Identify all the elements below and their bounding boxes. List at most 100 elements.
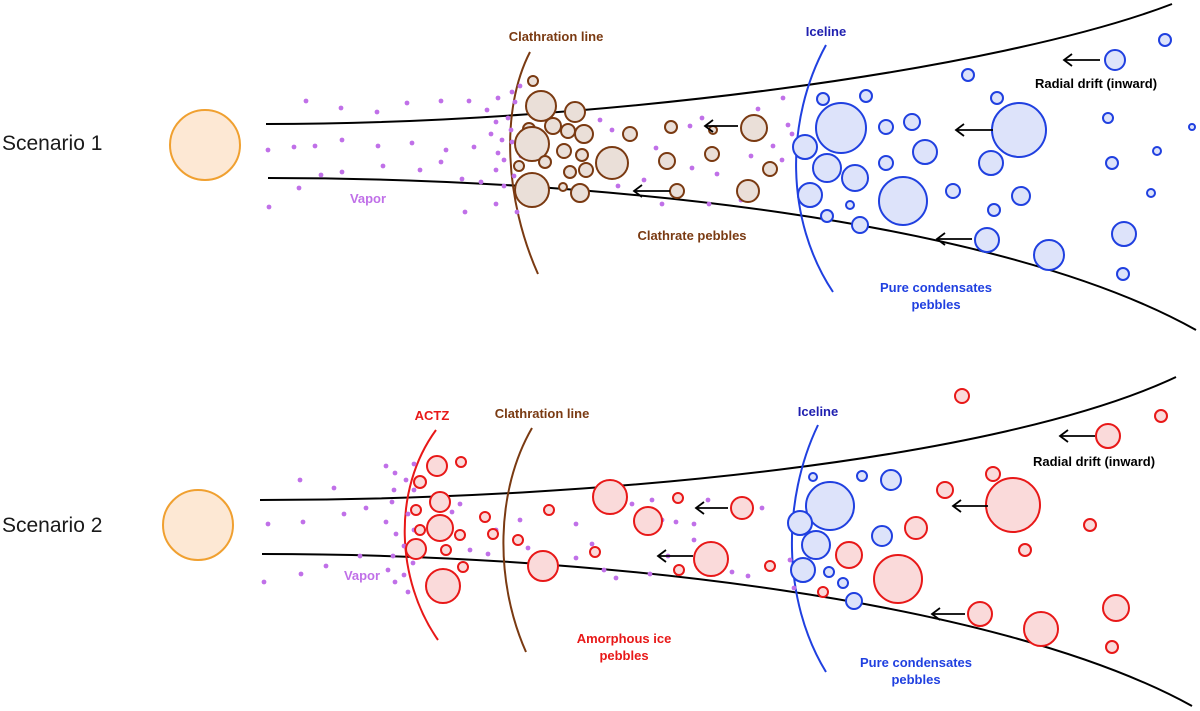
vapor-dot (411, 487, 417, 493)
amorphous-ice-pebble (764, 560, 776, 572)
pure-condensate-pebble (1158, 33, 1172, 47)
pure-condensate-pebble (903, 113, 921, 131)
amorphous-ice-pebble (487, 528, 499, 540)
amorphous-ice-pebble (1102, 594, 1130, 622)
amorphous-ice-pebble (985, 477, 1041, 533)
drift-arrow (1062, 53, 1100, 67)
pure-condensate-pebble (792, 134, 818, 160)
vapor-dot (323, 563, 329, 569)
vapor-dot (649, 497, 655, 503)
vapor-dot (493, 167, 499, 173)
vapor-dot (759, 505, 765, 511)
amorphous-ice-pebble (592, 479, 628, 515)
vapor-dot (291, 144, 297, 150)
clathrate-pebble (578, 162, 594, 178)
pure-condensate-pebble (1152, 146, 1162, 156)
clathrate-pebble (669, 183, 685, 199)
pure-condensate-pebble (790, 557, 816, 583)
vapor-dot (691, 537, 697, 543)
vapor-dot (485, 551, 491, 557)
drift-arrow (656, 549, 693, 563)
vapor-dot (501, 157, 507, 163)
clathrate-pebble (564, 101, 586, 123)
vapor-dot (438, 98, 444, 104)
vapor-label-1: Vapor (350, 191, 386, 206)
amorphous-ice-pebble (512, 534, 524, 546)
pure-condensate-pebble (837, 577, 849, 589)
vapor-dot (298, 571, 304, 577)
vapor-dot (601, 567, 607, 573)
clathrate-pebbles-label: Clathrate pebbles (637, 228, 746, 243)
clathration-line-2 (502, 427, 533, 653)
vapor-dot (789, 131, 795, 137)
vapor-dot (691, 521, 697, 527)
amorphous-ice-pebble (1023, 611, 1059, 647)
pure-condensate-pebble (1116, 267, 1130, 281)
vapor-dot (338, 105, 344, 111)
amorphous-ice-pebble (457, 561, 469, 573)
vapor-dot (641, 177, 647, 183)
clathration-line-1 (509, 51, 539, 275)
clathration-line-label-2: Clathration line (495, 406, 590, 421)
amorphous-ice-pebble (589, 546, 601, 558)
amorphous-ice-pebble (479, 511, 491, 523)
vapor-dot (405, 511, 411, 517)
amorphous-ice-pebble (426, 455, 448, 477)
clathrate-pebble (556, 143, 572, 159)
vapor-dot (653, 145, 659, 151)
clathrate-pebble (527, 75, 539, 87)
vapor-dot (493, 119, 499, 125)
vapor-dot (375, 143, 381, 149)
pure-condensate-pebble (845, 200, 855, 210)
disk-lower-edge-1 (267, 177, 1197, 331)
vapor-dot (488, 131, 494, 137)
vapor-dot (573, 555, 579, 561)
scenario-1-panel: Scenario 1 Clathration line Iceline Radi… (2, 3, 1197, 331)
vapor-dot (296, 185, 302, 191)
pure-condensate-pebble (1011, 186, 1031, 206)
amorphous-ice-pebble (454, 529, 466, 541)
clathrate-pebble (575, 148, 589, 162)
pure-condensate-pebble (878, 119, 894, 135)
vapor-dot (380, 163, 386, 169)
vapor-dot (493, 201, 499, 207)
vapor-dot (770, 143, 776, 149)
amorphous-ice-pebble (543, 504, 555, 516)
vapor-dot (673, 519, 679, 525)
pure-condensate-pebble (1104, 49, 1126, 71)
vapor-dot (511, 173, 517, 179)
vapor-dot (573, 521, 579, 527)
clathrate-pebble (513, 160, 525, 172)
vapor-dot (785, 122, 791, 128)
clathrate-pebble (664, 120, 678, 134)
clathrate-pebble (560, 123, 576, 139)
amorphous-ice-pebble (954, 388, 970, 404)
pure-condensate-pebble (856, 470, 868, 482)
vapor-dot (525, 545, 531, 551)
vapor-dot (363, 505, 369, 511)
pure-condensate-pebble (945, 183, 961, 199)
vapor-dot (466, 98, 472, 104)
drift-arrow (1058, 429, 1095, 443)
amorphous-ice-pebble (405, 538, 427, 560)
vapor-dot (443, 147, 449, 153)
pure-condensate-pebble (974, 227, 1000, 253)
clathrate-pebble (704, 146, 720, 162)
pure-condensates-label-1b: pebbles (911, 297, 960, 312)
clathrate-pebble (595, 146, 629, 180)
pure-condensate-pebble (815, 102, 867, 154)
amorphous-ice-pebble (967, 601, 993, 627)
pure-condensate-pebble (880, 469, 902, 491)
amorphous-ice-pebble (873, 554, 923, 604)
vapor-dot (729, 569, 735, 575)
clathrate-pebble (525, 90, 557, 122)
pure-condensate-pebble (1111, 221, 1137, 247)
iceline-label-1: Iceline (806, 24, 846, 39)
vapor-dot (341, 511, 347, 517)
pure-condensate-pebble (851, 216, 869, 234)
vapor-dot (787, 557, 793, 563)
clathrate-pebble (740, 114, 768, 142)
vapor-dot (745, 573, 751, 579)
vapor-dot (391, 487, 397, 493)
